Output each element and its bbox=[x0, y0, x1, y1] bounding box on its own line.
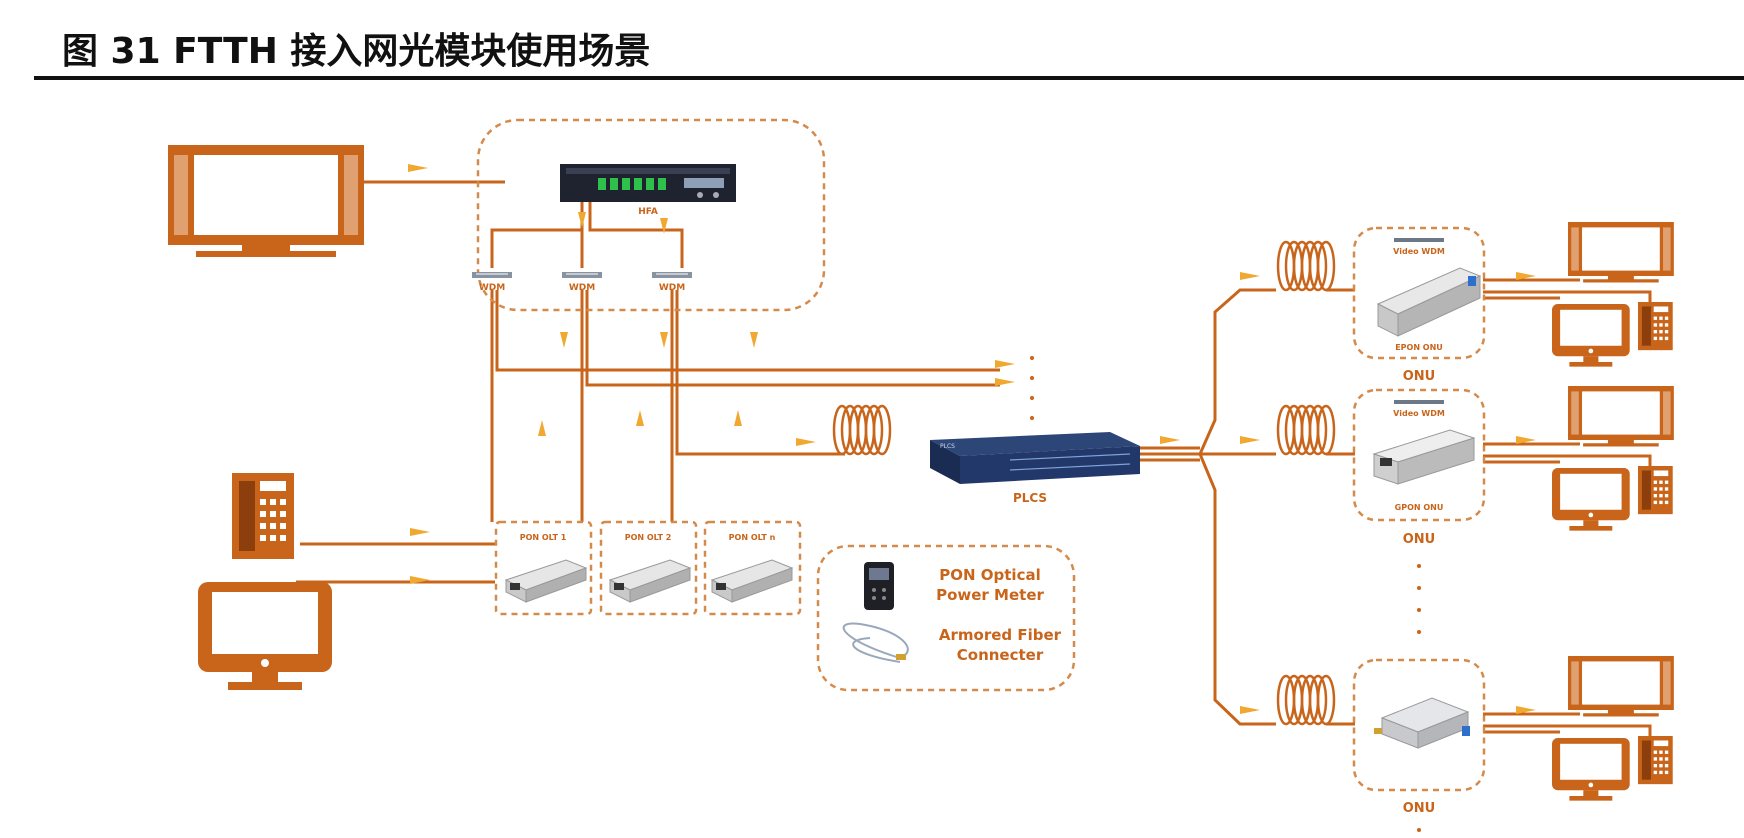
telephone-icon-1 bbox=[1638, 302, 1673, 351]
wdm-label-2: WDM bbox=[569, 283, 595, 293]
onu-device-1 bbox=[1376, 267, 1482, 337]
monitor-icon-2 bbox=[1552, 468, 1630, 531]
telephone-icon bbox=[232, 473, 294, 559]
hfa-device bbox=[560, 164, 736, 202]
wdm-coupler-3 bbox=[652, 272, 692, 278]
wdm-label-3: WDM bbox=[659, 283, 685, 293]
fiber-coil-icon bbox=[832, 404, 892, 456]
video-wdm-label-1: Video WDM bbox=[1393, 247, 1445, 256]
epon-onu-label: EPON ONU bbox=[1395, 343, 1443, 352]
gpon-onu-label: GPON ONU bbox=[1395, 503, 1444, 512]
wdm-coupler-1 bbox=[472, 272, 512, 278]
fiber-coil-icon-2 bbox=[1276, 404, 1336, 456]
plcs-device: PLCS bbox=[930, 432, 1140, 484]
onu-label-1: ONU bbox=[1403, 369, 1436, 384]
onu-device-2 bbox=[1372, 429, 1476, 485]
onu-device-3 bbox=[1374, 697, 1470, 749]
fiber-coil-icon-3 bbox=[1276, 674, 1336, 726]
plcs-label: PLCS bbox=[1013, 491, 1047, 505]
tv-icon-3 bbox=[1568, 656, 1674, 717]
monitor-icon-1 bbox=[1552, 304, 1630, 367]
tv-icon-1 bbox=[1568, 222, 1674, 283]
telephone-icon-2 bbox=[1638, 466, 1673, 515]
hfa-label: HFA bbox=[638, 207, 658, 217]
power-meter-icon bbox=[864, 562, 894, 610]
sfp-module-2 bbox=[609, 559, 691, 603]
power-meter-label-2: Power Meter bbox=[936, 586, 1044, 604]
title-rule bbox=[34, 76, 1744, 80]
fiber-label-2: Connecter bbox=[957, 646, 1044, 664]
fiber-lines bbox=[296, 180, 1652, 738]
pon-olt-1-label: PON OLT 1 bbox=[520, 533, 567, 542]
tv-icon-2 bbox=[1568, 386, 1674, 447]
sfp-module-n bbox=[711, 559, 793, 603]
wdm-label-1: WDM bbox=[479, 283, 505, 293]
continuation-dots bbox=[1030, 356, 1421, 832]
svg-text:PLCS: PLCS bbox=[940, 443, 955, 450]
fiber-coil-icon-1 bbox=[1276, 240, 1336, 292]
figure-title: 图 31 FTTH 接入网光模块使用场景 bbox=[62, 31, 651, 72]
wdm-coupler-2 bbox=[562, 272, 602, 278]
fiber-label-1: Armored Fiber bbox=[939, 626, 1062, 644]
monitor-icon-3 bbox=[1552, 738, 1630, 801]
dashed-groups bbox=[476, 118, 1486, 792]
pon-olt-2-label: PON OLT 2 bbox=[625, 533, 672, 542]
onu-label-3: ONU bbox=[1403, 801, 1436, 816]
fiber-cable-icon bbox=[842, 622, 909, 663]
video-wdm-label-2: Video WDM bbox=[1393, 409, 1445, 418]
pon-olt-n-label: PON OLT n bbox=[729, 533, 776, 542]
tv-icon bbox=[168, 145, 364, 257]
telephone-icon-3 bbox=[1638, 736, 1673, 785]
power-meter-label-1: PON Optical bbox=[939, 566, 1040, 584]
monitor-icon bbox=[198, 582, 332, 690]
onu-label-2: ONU bbox=[1403, 532, 1436, 547]
sfp-module-1 bbox=[505, 559, 587, 603]
